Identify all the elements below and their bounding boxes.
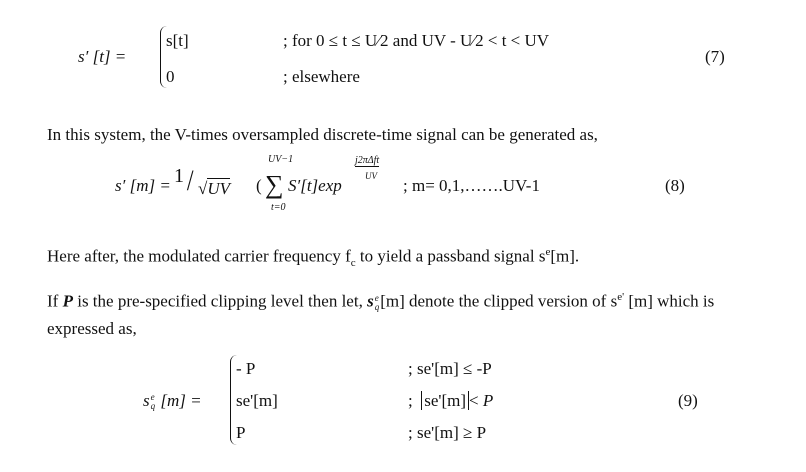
eq8-factor-den: UV [207,178,231,198]
para2-text: [m]. [550,246,580,266]
eq9-case2-condition: ; se'[m]< P [408,391,494,410]
eq7-number: (7) [705,47,725,66]
para2-sup: e [545,246,551,258]
eq8-exp-num: j2πΔft [355,155,380,167]
eq9-number: (9) [678,391,698,410]
paragraph-3-line-2: expressed as, [47,319,137,338]
para3-symbol-sub: q [374,301,380,312]
eq9-case1-value: - P [236,359,256,378]
eq7-case1-value: s[t] [166,31,189,50]
eq9-P: P [482,391,494,410]
eq9-case3-condition: ; se'[m] ≥ P [408,423,487,442]
eq7-lhs: s′ [t] = [78,47,127,66]
eq8-sqrt: √UV [198,178,231,198]
para3-text: [m] denote the clipped version of s [380,291,618,311]
eq8-sum-symbol: ∑ [265,170,284,199]
eq7-case2-condition: ; elsewhere [283,67,360,86]
eq9-case2-value: se'[m] [236,391,278,410]
eq9-case1-condition: ; se'[m] ≤ -P [408,359,492,378]
para3-P: P [62,291,73,311]
eq8-open-paren: ( [256,176,262,195]
para3-symbol-sup: e [374,292,379,303]
para2-text: to yield a passband signal s [355,246,546,266]
eq9-case3-value: P [236,423,246,442]
eq9-brace [230,355,237,445]
paragraph-2: Here after, the modulated carrier freque… [47,247,579,269]
para3-text: is the pre-specified clipping level then… [72,291,368,311]
eq8-sum-lower: t=0 [271,202,286,213]
eq9-abs: se'[m] [421,391,470,410]
eq8-number: (8) [665,176,685,195]
para3-sup: e' [617,291,625,303]
para3-text: If [47,291,63,311]
paragraph-3: If P is the pre-specified clipping level… [47,292,714,312]
eq8-sum-upper: UV−1 [268,154,294,165]
eq9-lhs-sub: q [150,401,156,412]
para3-text: [m] which is [624,291,715,311]
eq8-factor-num: 1 [174,165,184,187]
eq9-lhs-rest: [m] = [160,391,202,410]
eq9-lt: < [469,391,483,410]
eq8-term: S′[t]exp [288,176,342,195]
para3-symbol: s [367,291,374,311]
eq9-lhs-sup: e [150,392,155,403]
para2-sub: c [350,257,356,270]
para2-text: Here after, the modulated carrier freque… [47,246,351,266]
eq8-range: ; m= 0,1,…….UV-1 [403,176,540,195]
paragraph-1: In this system, the V-times oversampled … [47,125,598,144]
eq9-semicolon: ; [408,391,413,410]
eq8-lhs: s′ [m] = [115,176,171,195]
eq7-case2-value: 0 [166,67,175,86]
eq7-brace [160,26,167,88]
eq8-slash: / [186,164,194,197]
eq9-lhs-s: s [143,391,150,410]
eq8-exp-den: UV [365,171,377,181]
eq7-case1-condition: ; for 0 ≤ t ≤ U⁄2 and UV - U⁄2 < t < UV [283,31,550,50]
